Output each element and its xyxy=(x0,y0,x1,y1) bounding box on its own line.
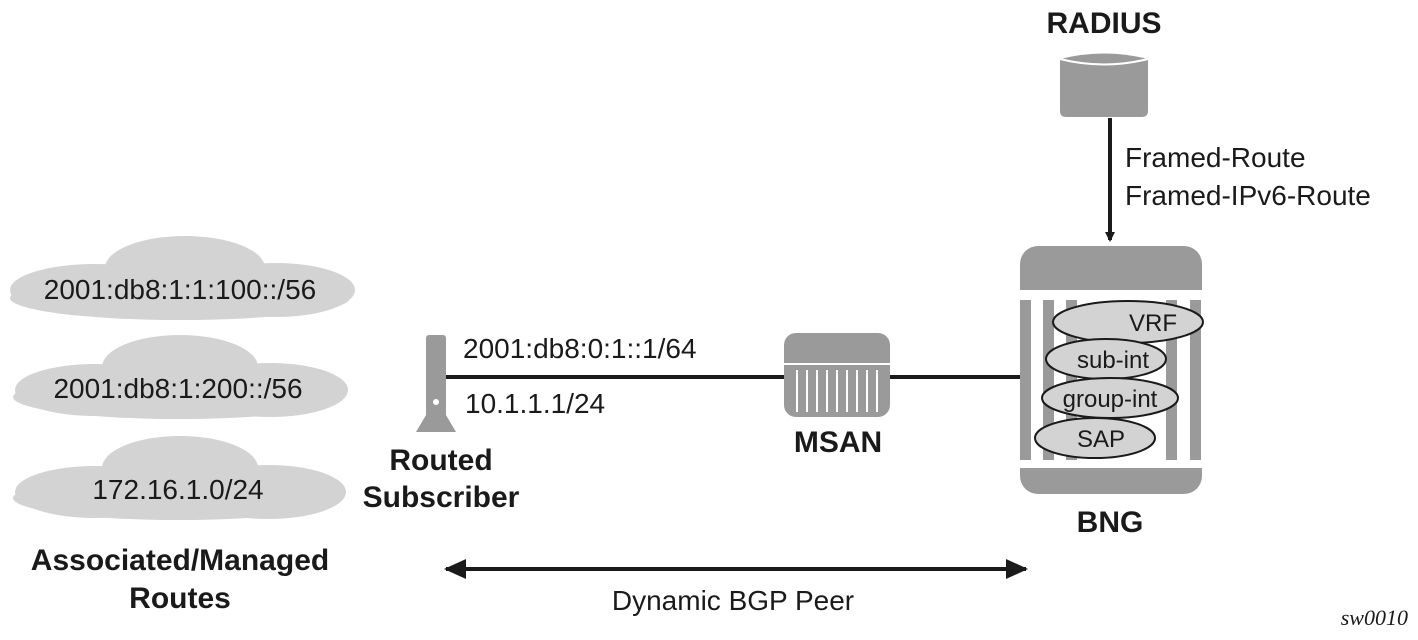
bng-sub-int-label: sub-int xyxy=(1077,347,1149,374)
bng-sap-oval: SAP xyxy=(1034,417,1156,459)
bng-label: BNG xyxy=(1077,506,1144,539)
route-3-text: 172.16.1.0/24 xyxy=(92,474,263,505)
subscriber-ipv4-address: 10.1.1.1/24 xyxy=(465,388,605,419)
bgp-peer-label: Dynamic BGP Peer xyxy=(612,585,854,616)
bng-sap-label: SAP xyxy=(1077,426,1125,453)
bng-vrf-label: VRF xyxy=(1129,310,1177,337)
subscriber-ipv6-address: 2001:db8:0:1::1/64 xyxy=(463,333,697,364)
routes-caption-line2: Routes xyxy=(129,582,231,615)
bng-sub-int-oval: sub-int xyxy=(1045,338,1167,380)
radius-attribute-framed-route: Framed-Route xyxy=(1125,142,1306,173)
bng-group-int-label: group-int xyxy=(1063,386,1158,413)
msan-icon xyxy=(784,333,890,417)
radius-database-icon xyxy=(1059,53,1149,117)
radius-attribute-framed-ipv6-route: Framed-IPv6-Route xyxy=(1125,180,1371,211)
route-cloud-3 xyxy=(13,436,346,520)
routed-subscriber-icon xyxy=(416,335,456,432)
radius-label: RADIUS xyxy=(1046,7,1161,40)
subscriber-label-line2: Subscriber xyxy=(363,481,520,514)
route-cloud-2 xyxy=(13,335,348,419)
routes-caption-line1: Associated/Managed xyxy=(31,544,329,577)
route-2-text: 2001:db8:1:200::/56 xyxy=(53,373,302,404)
msan-label: MSAN xyxy=(794,426,882,459)
route-1-text: 2001:db8:1:1:100::/56 xyxy=(44,274,316,305)
route-cloud-1 xyxy=(10,236,355,320)
subscriber-label-line1: Routed xyxy=(389,444,492,477)
bng-group-int-oval: group-int xyxy=(1041,377,1179,419)
bng-vrf-oval: VRF xyxy=(1052,300,1204,344)
figure-id: sw0010 xyxy=(1341,605,1408,630)
